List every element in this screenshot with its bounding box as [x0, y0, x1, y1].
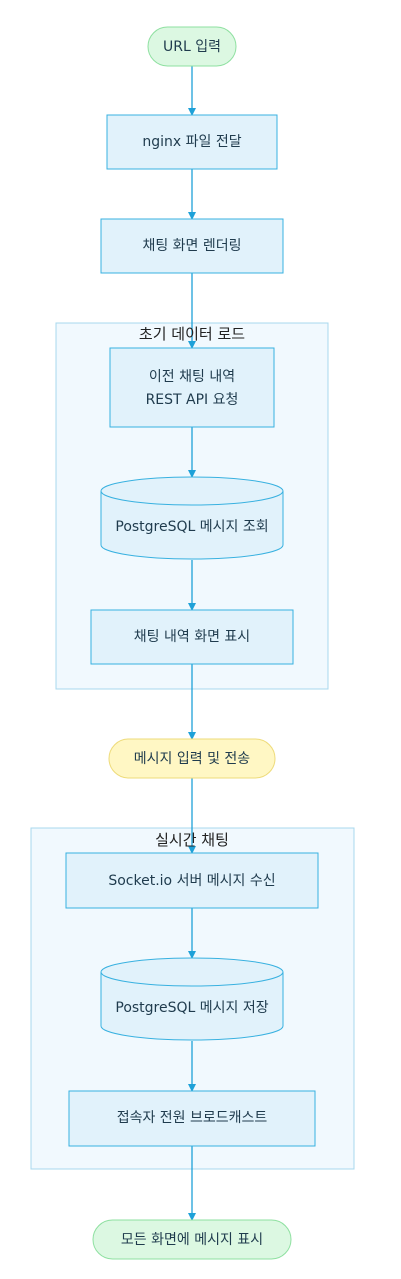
node-render — [100, 218, 284, 274]
group-realtime-title: 실시간 채팅 — [155, 831, 229, 849]
node-prev-history-line1: 이전 채팅 내역 — [149, 369, 235, 385]
node-nginx-label: nginx 파일 전달 — [142, 134, 241, 150]
node-render-label: 채팅 화면 렌더링 — [142, 238, 241, 254]
node-pg-query — [100, 476, 284, 560]
node-show-history-label: 채팅 내역 화면 표시 — [134, 629, 250, 645]
group-initial-load-title: 초기 데이터 로드 — [139, 325, 245, 343]
node-pg-save-label: PostgreSQL 메시지 저장 — [115, 1000, 268, 1016]
node-broadcast-label: 접속자 전원 브로드캐스트 — [117, 1110, 268, 1126]
node-socket-recv — [65, 852, 319, 909]
node-broadcast — [68, 1090, 316, 1147]
node-prev-history — [109, 347, 275, 428]
node-socket-recv-label: Socket.io 서버 메시지 수신 — [108, 873, 275, 889]
node-prev-history-line2: REST API 요청 — [146, 392, 239, 408]
node-url-input — [147, 26, 237, 67]
node-pg-query-label: PostgreSQL 메시지 조회 — [115, 519, 268, 535]
node-show-all — [92, 1219, 292, 1260]
node-pg-save — [100, 957, 284, 1041]
node-nginx — [106, 114, 278, 170]
node-show-history — [90, 609, 294, 665]
node-msg-input-label: 메시지 입력 및 전송 — [134, 751, 251, 767]
node-url-input-label: URL 입력 — [163, 39, 221, 55]
node-show-all-label: 모든 화면에 메시지 표시 — [121, 1232, 263, 1248]
node-msg-input — [108, 738, 276, 779]
